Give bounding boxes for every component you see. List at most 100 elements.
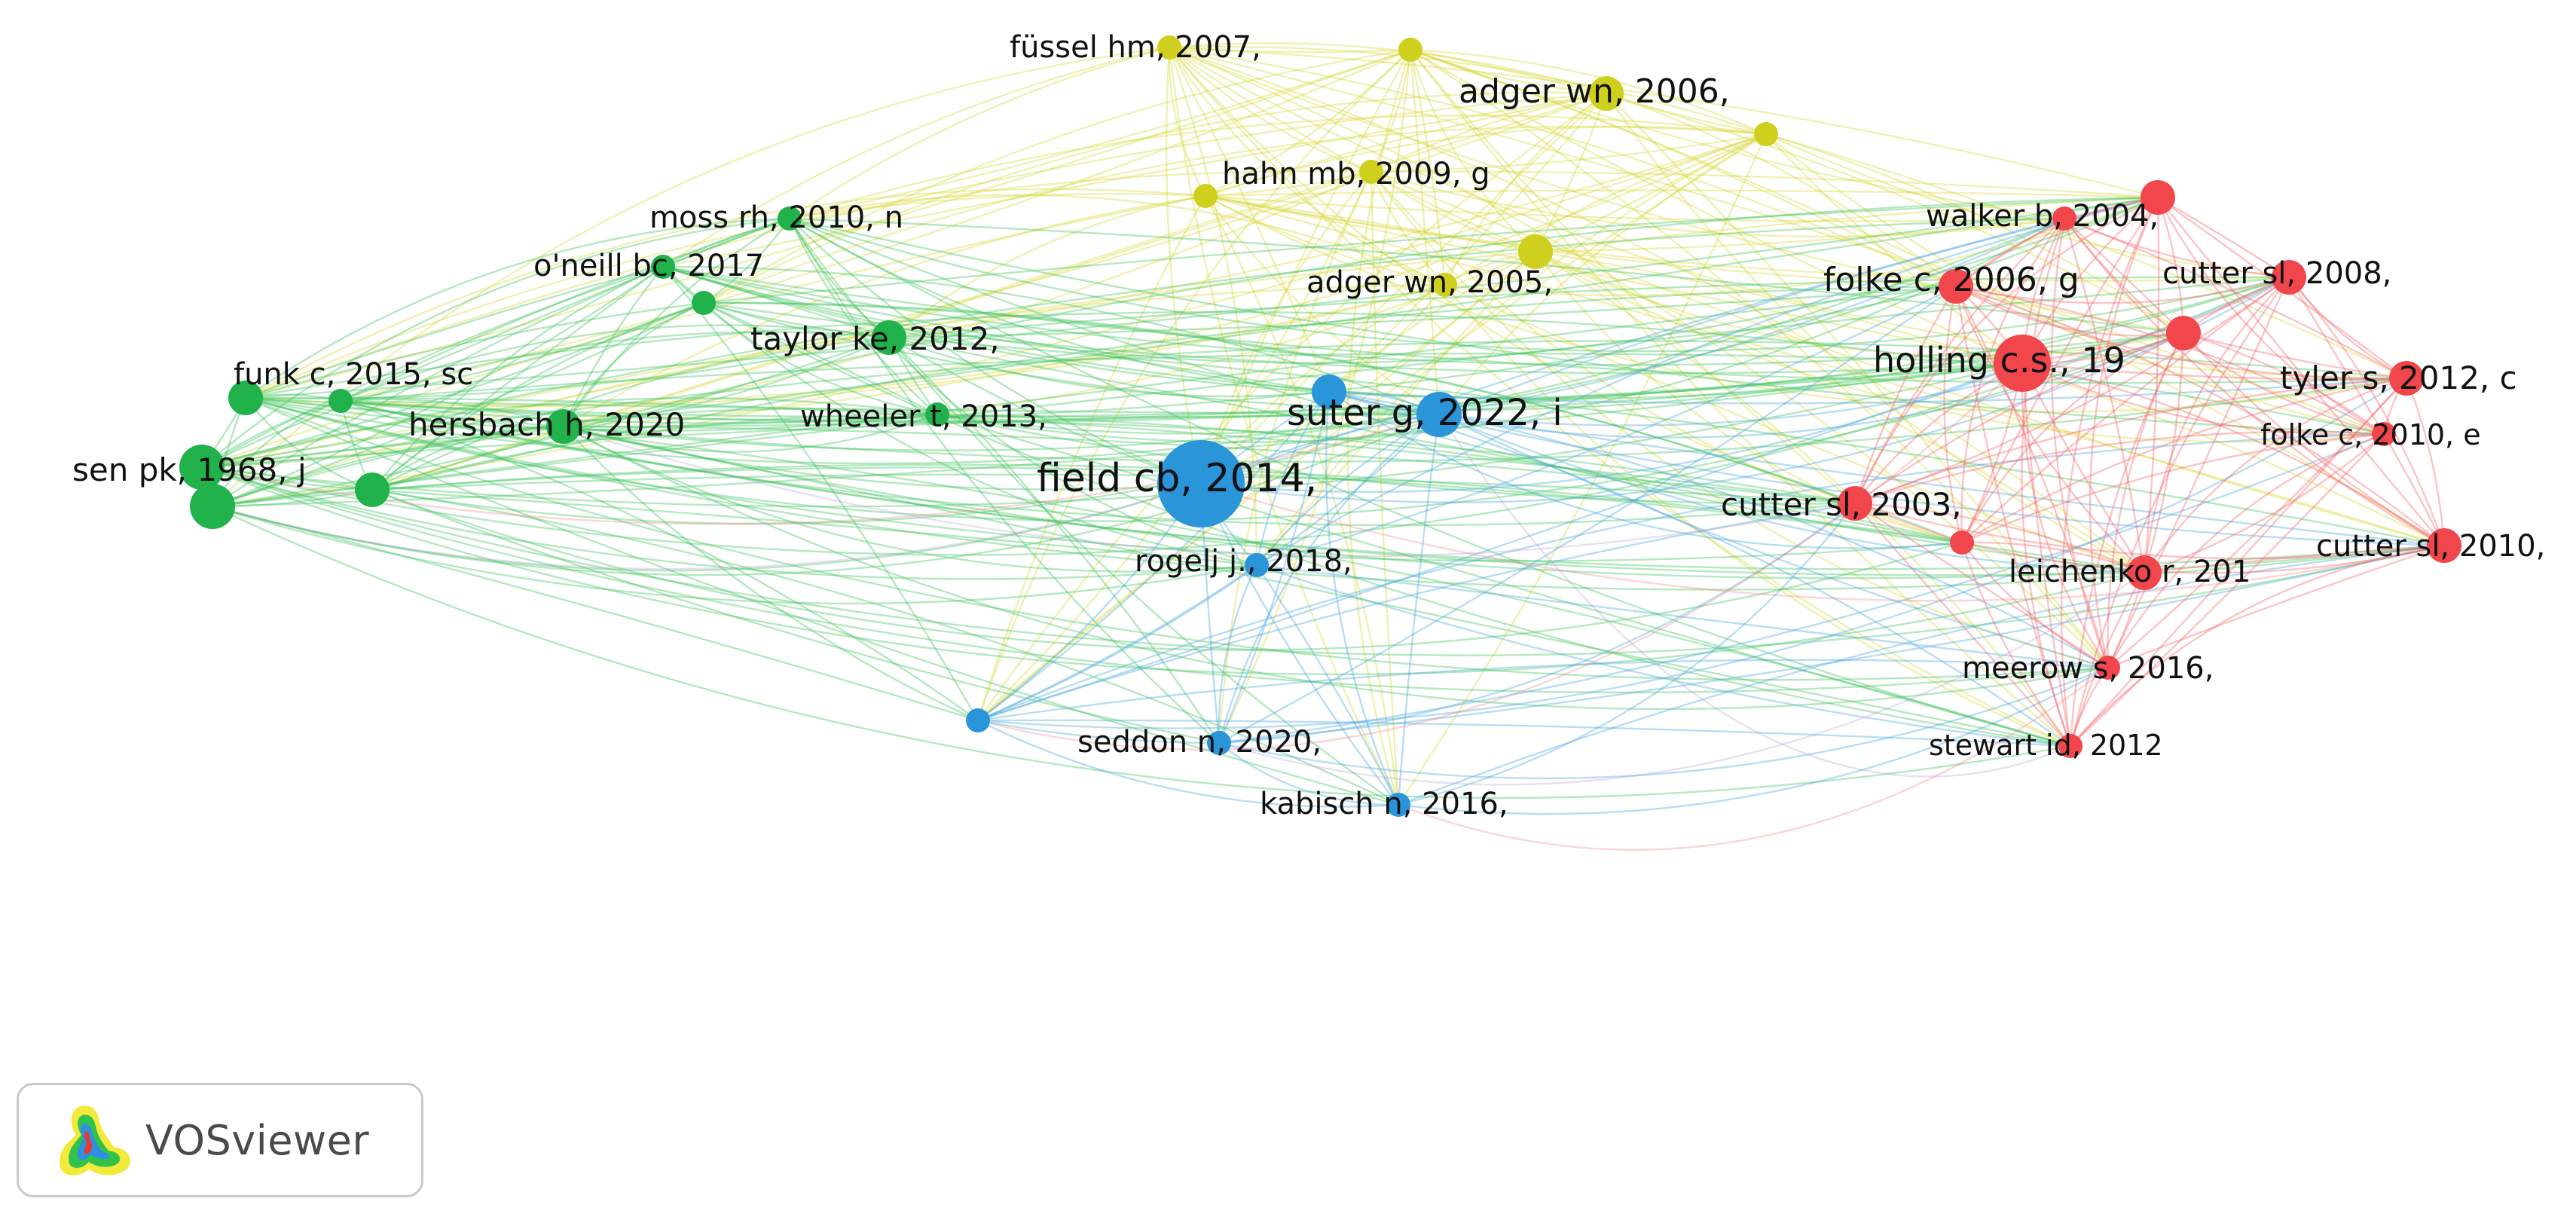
edge: [2021, 362, 2110, 669]
edge: [1853, 502, 2110, 669]
edge: [200, 466, 1258, 580]
node-folke06[interactable]: [1939, 269, 1973, 304]
node-label-tyler[interactable]: tyler s, 2012, c: [2280, 359, 2517, 396]
edge: [211, 482, 1202, 572]
edge: [1605, 92, 2146, 574]
edge: [244, 396, 1963, 562]
edge: [562, 425, 1856, 558]
node-g_far[interactable]: [328, 389, 353, 413]
node-tyler[interactable]: [2389, 361, 2424, 396]
node-moss[interactable]: [778, 206, 802, 231]
node-label-oneill[interactable]: o'neill bc, 2017: [533, 249, 764, 283]
node-label-rogelj[interactable]: rogelj j., 2018,: [1135, 544, 1352, 579]
vosviewer-logo-badge[interactable]: VOSviewer: [17, 1083, 423, 1197]
node-adger06[interactable]: [1589, 76, 1624, 111]
node-label-sen[interactable]: sen pk, 1968, j: [72, 451, 307, 488]
node-label-adger06[interactable]: adger wn, 2006,: [1459, 72, 1730, 111]
node-label-cutter08[interactable]: cutter sl, 2008,: [2162, 256, 2391, 291]
edge: [788, 48, 1412, 220]
node-meerow[interactable]: [2096, 656, 2120, 680]
edge: [976, 719, 1400, 808]
edge: [788, 217, 939, 416]
node-r_top[interactable]: [2141, 180, 2175, 215]
node-label-suter[interactable]: suter g, 2022, i: [1287, 392, 1563, 434]
edge: [1204, 189, 2159, 199]
node-seddon[interactable]: [1207, 731, 1231, 755]
node-holling[interactable]: [1994, 335, 2051, 392]
node-sen[interactable]: [179, 445, 225, 490]
node-label-wheeler[interactable]: wheeler t, 2013,: [800, 399, 1047, 434]
node-label-moss[interactable]: moss rh, 2010, n: [649, 200, 903, 235]
edge: [1438, 196, 2159, 416]
node-r_mid[interactable]: [2166, 316, 2201, 350]
node-label-leichenko[interactable]: leichenko r, 201: [2009, 555, 2251, 589]
node-folke10[interactable]: [2372, 422, 2396, 446]
node-label-walker[interactable]: walker b, 2004,: [1926, 199, 2159, 234]
node-label-meerow[interactable]: meerow s, 2016,: [1962, 651, 2214, 686]
node-label-cutter03[interactable]: cutter sl, 2003,: [1721, 486, 1962, 523]
node-y_top[interactable]: [1398, 38, 1422, 62]
edge: [1534, 250, 2146, 574]
node-rogelj[interactable]: [1245, 553, 1269, 577]
edge: [976, 719, 2072, 748]
node-walker[interactable]: [2052, 206, 2076, 231]
node-funk[interactable]: [228, 381, 263, 415]
node-stewart[interactable]: [2058, 734, 2082, 758]
node-y_right[interactable]: [1754, 122, 1778, 146]
node-y_mid[interactable]: [1518, 234, 1553, 269]
node-adger05[interactable]: [1433, 273, 1457, 297]
node-label-funk[interactable]: funk c, 2015, sc: [234, 357, 473, 392]
node-kabisch[interactable]: [1386, 793, 1410, 817]
node-label-adger05[interactable]: adger wn, 2005,: [1306, 265, 1553, 300]
node-field[interactable]: [1157, 440, 1245, 527]
node-y_left[interactable]: [1193, 184, 1218, 208]
edge: [2143, 196, 2160, 574]
node-r_small[interactable]: [1950, 531, 1974, 555]
edge: [2021, 276, 2290, 365]
node-label-taylor[interactable]: taylor ke, 2012,: [750, 320, 1000, 357]
node-taylor[interactable]: [872, 320, 906, 355]
node-cutter10[interactable]: [2427, 528, 2461, 563]
node-b_left[interactable]: [966, 708, 990, 732]
node-label-folke06[interactable]: folke c, 2006, g: [1823, 261, 2079, 299]
node-cutter08[interactable]: [2272, 260, 2306, 295]
node-wheeler[interactable]: [925, 402, 949, 427]
node-leichenko[interactable]: [2127, 555, 2162, 590]
node-label-hahn[interactable]: hahn mb, 2009, g: [1222, 157, 1490, 191]
edge: [1943, 285, 1963, 544]
node-label-kabisch[interactable]: kabisch n, 2016,: [1260, 787, 1508, 821]
node-g_sen2[interactable]: [190, 484, 235, 529]
node-g_mid[interactable]: [692, 291, 716, 315]
node-b_up[interactable]: [1312, 375, 1346, 409]
node-oneill[interactable]: [651, 255, 675, 279]
node-g_low[interactable]: [355, 472, 390, 507]
edge: [976, 564, 1258, 722]
node-cutter03[interactable]: [1838, 486, 1872, 521]
edge: [244, 396, 2072, 748]
edge: [562, 413, 939, 453]
node-label-fussel[interactable]: füssel hm, 2007,: [1010, 30, 1261, 65]
edge: [1328, 390, 1963, 549]
node-label-holling[interactable]: holling c.s., 19: [1873, 340, 2125, 381]
node-suter[interactable]: [1416, 392, 1462, 437]
node-hersbach[interactable]: [546, 409, 581, 444]
edge: [1168, 46, 1331, 393]
edge: [562, 336, 891, 428]
edge: [1199, 276, 2290, 503]
edge: [936, 362, 2024, 418]
node-label-field[interactable]: field cb, 2014,: [1037, 456, 1317, 501]
node-label-stewart[interactable]: stewart id, 2012: [1929, 729, 2163, 762]
node-label-folke10[interactable]: folke c, 2010, e: [2260, 418, 2481, 451]
edge: [1255, 133, 1768, 567]
node-label-hersbach[interactable]: hersbach h, 2020: [408, 406, 685, 443]
node-label-seddon[interactable]: seddon n, 2020,: [1077, 725, 1322, 760]
edge: [1438, 413, 2446, 547]
node-label-cutter10[interactable]: cutter sl, 2010,: [2316, 529, 2545, 564]
edge: [2156, 196, 2446, 547]
edge: [1853, 196, 2159, 505]
node-hahn[interactable]: [1359, 160, 1383, 184]
edge: [1370, 48, 1412, 173]
node-fussel[interactable]: [1157, 35, 1181, 60]
edge: [1168, 46, 2408, 380]
